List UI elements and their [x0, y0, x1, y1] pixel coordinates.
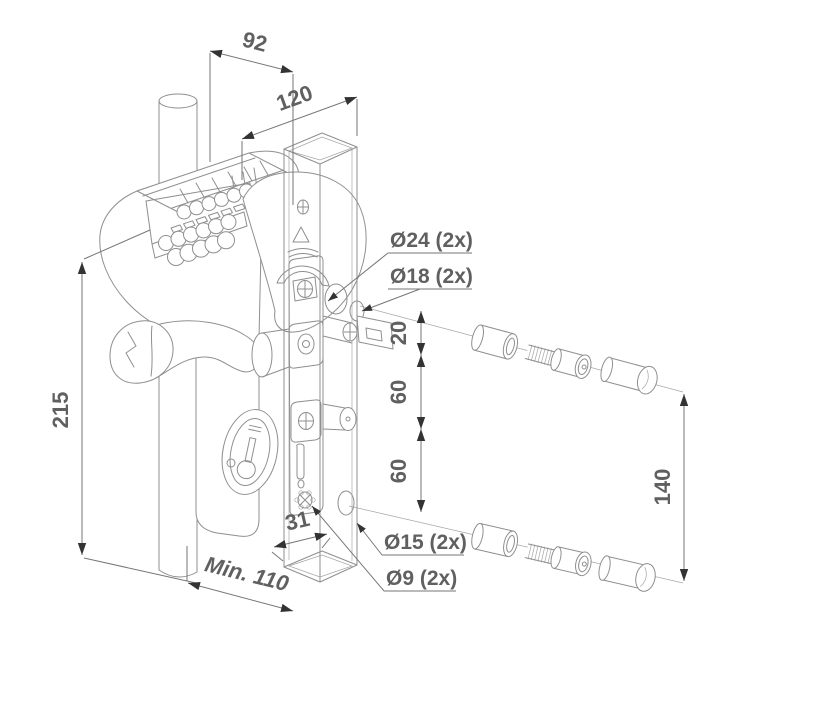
hole-label-d9: Ø9 (2x) [386, 567, 457, 590]
dim-label-215: 215 [48, 392, 73, 429]
spacer-bushing [471, 522, 519, 558]
dimension-215: 215 [48, 229, 197, 584]
hardware-set-upper [471, 324, 658, 395]
dim-label-min-110: Min. 110 [202, 551, 291, 596]
cover-cap [598, 555, 656, 592]
label-d9: Ø9 (2x) [311, 505, 457, 592]
hardware-set-lower [471, 522, 656, 592]
dimension-140: 140 [650, 394, 689, 581]
cover-screw [297, 199, 309, 215]
label-d15: Ø15 (2x) [356, 522, 467, 556]
handle-rosette [288, 320, 324, 369]
dim-label-140: 140 [650, 469, 675, 506]
mid-fixing-stud [322, 403, 357, 431]
handle-knob [109, 320, 174, 384]
label-d24: Ø24 (2x) [327, 229, 473, 302]
handle-collar [251, 332, 273, 378]
euro-cylinder [221, 409, 279, 495]
dim-label-31: 31 [283, 506, 312, 536]
socket-screw [524, 543, 592, 577]
upper-near-hole [324, 283, 348, 315]
square-post [283, 132, 394, 583]
handle-lever [109, 320, 290, 384]
dim-label-60-upper: 60 [386, 380, 411, 404]
keypad-slots-row [170, 203, 246, 233]
spacer-bushing [471, 324, 519, 360]
dim-label-120: 120 [273, 80, 316, 116]
dim-label-60-lower: 60 [386, 459, 411, 483]
cover-cap [600, 356, 658, 395]
label-d18: Ø18 (2x) [361, 265, 473, 312]
keypad-buttons-row-3 [167, 231, 235, 266]
keypad-buttons-row-2 [158, 214, 237, 251]
keyhole-icon [236, 460, 256, 480]
plate-top-screw [297, 280, 313, 298]
socket-screw [524, 344, 592, 379]
spindle-assembly [322, 315, 394, 350]
dim-label-20: 20 [386, 321, 411, 345]
back-plate [288, 255, 324, 516]
dimension-chain-20-60-60: 20 60 60 [386, 311, 426, 512]
hole-label-d18: Ø18 (2x) [390, 265, 473, 288]
dimension-92: 92 [209, 27, 294, 205]
warning-triangle-icon [292, 226, 310, 243]
dim-label-92: 92 [240, 27, 270, 57]
lower-near-hole [337, 490, 355, 516]
plate-mid-screw [290, 399, 322, 443]
hole-label-d15: Ø15 (2x) [384, 531, 467, 554]
lock-cover [242, 171, 367, 333]
hole-label-d24: Ø24 (2x) [390, 229, 473, 252]
plate-slot [296, 443, 305, 480]
plate-bottom-screw [294, 490, 316, 510]
dimension-31: 31 [271, 506, 331, 562]
cylinder-fixing-hole [226, 458, 236, 468]
